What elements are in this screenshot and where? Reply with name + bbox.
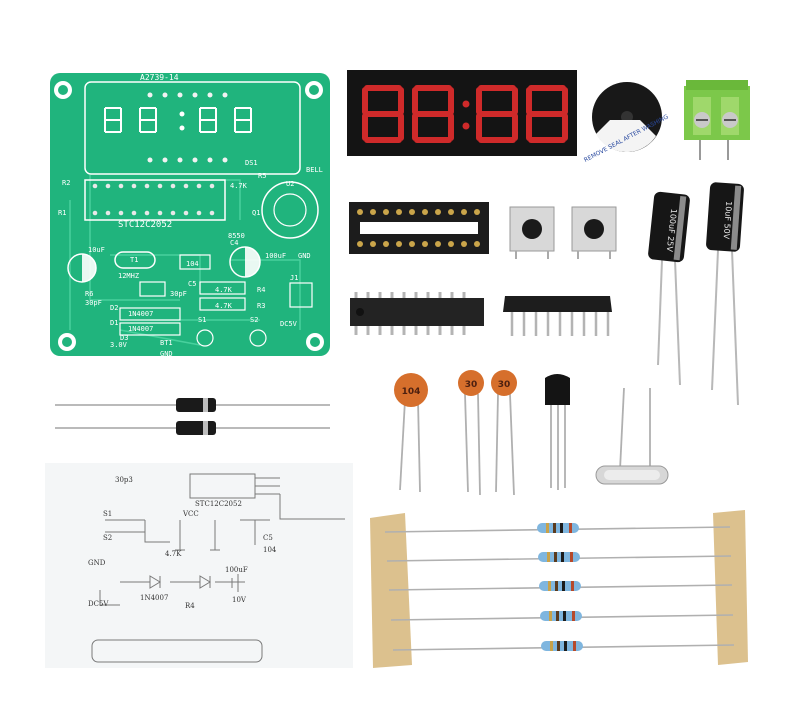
schematic-label-1: STC12C2052 xyxy=(195,500,242,508)
pcb-crystal-label: 12MHZ xyxy=(118,272,139,280)
schematic-label-5: GND xyxy=(88,559,106,567)
transistor xyxy=(545,374,570,490)
tactile-switch-2 xyxy=(571,206,617,259)
screw-terminal xyxy=(684,80,750,160)
pcb-diode-label-1: 1N4007 xyxy=(128,310,153,318)
pcb-c5-label: C5 xyxy=(188,280,196,288)
resistor-4 xyxy=(540,611,582,621)
schematic-label-12: 10V xyxy=(232,596,247,604)
pcb-q1-label: Q1 xyxy=(252,209,260,217)
diode-1 xyxy=(55,398,330,412)
pcb-transistor-label: 8550 xyxy=(228,232,245,240)
pcb-d3-label: D3 xyxy=(120,334,128,342)
schematic-label-3: S2 xyxy=(103,534,112,542)
resistor-strip xyxy=(370,510,748,668)
electrolytic-capacitor-100uf: 100uF 25V xyxy=(648,191,690,386)
pcb-u2-label: U2 xyxy=(286,180,294,188)
ceramic-cap-30-label-1: 30 xyxy=(465,380,478,390)
schematic-label-6: C5 xyxy=(263,534,273,542)
schematic-label-0: 30p3 xyxy=(115,476,133,484)
pcb-c1-label: 10uF xyxy=(88,246,105,254)
pcb-r6-label: R6 xyxy=(85,290,93,298)
resistor-2 xyxy=(538,552,580,562)
ceramic-capacitor-30-2: 30 xyxy=(491,370,517,496)
crystal-oscillator xyxy=(595,387,669,485)
buzzer: REMOVE SEAL AFTER WASHING xyxy=(583,82,670,164)
ceramic-cap-104-label: 104 xyxy=(402,387,421,397)
schematic-label-9: R4 xyxy=(185,602,195,610)
schematic-label-4: VCC xyxy=(182,510,199,518)
pcb-r5-label: R5 xyxy=(258,172,266,180)
resistor-network xyxy=(503,296,612,336)
ceramic-cap-30-label-2: 30 xyxy=(498,380,511,390)
pcb-voltage-label: 3.0V xyxy=(110,341,128,349)
resistor-3 xyxy=(539,581,581,591)
pcb-diode-label-2: 1N4007 xyxy=(128,325,153,333)
schematic-label-13: 100uF xyxy=(225,566,248,574)
pcb-r2-label: R2 xyxy=(62,179,70,187)
ic-socket xyxy=(349,202,489,254)
pcb-res-label-2: 4.7K xyxy=(215,286,233,294)
pcb-d2-label: D2 xyxy=(110,304,118,312)
resistor-1 xyxy=(537,523,579,533)
diode-2 xyxy=(55,421,330,435)
pcb-30pf-label-2: 30pF xyxy=(170,290,187,298)
schematic-label-8: 4.7K xyxy=(165,550,182,558)
pcb-d1-label: D1 xyxy=(110,319,118,327)
tactile-switch-1 xyxy=(509,206,555,259)
pcb-gnd-label: GND xyxy=(298,252,311,260)
capacitor-10uf-label: 10uF 50V xyxy=(722,201,734,240)
pcb-gnd-label-2: GND xyxy=(160,350,173,358)
pcb-r1-label: R1 xyxy=(58,209,66,217)
ceramic-capacitor-30-1: 30 xyxy=(458,370,484,496)
schematic-printout: 30p3 STC12C2052 S1 S2 VCC GND C5 104 4.7… xyxy=(45,463,353,668)
pcb-chip-label: STC12C2052 xyxy=(118,220,172,230)
pcb-c4-label: C4 xyxy=(230,239,238,247)
pcb-j1-label: J1 xyxy=(290,274,298,282)
pcb-board-id: A2739-14 xyxy=(140,73,179,82)
pcb-ds1-label: DS1 xyxy=(245,159,258,167)
seven-segment-display xyxy=(347,70,577,156)
pcb-100uf-label: 100uF xyxy=(265,252,286,260)
pcb-104-label: 104 xyxy=(186,260,199,268)
pcb-30pf-label-1: 30pF xyxy=(85,299,102,307)
pcb-t1-label: T1 xyxy=(130,256,138,264)
ceramic-capacitor-104: 104 xyxy=(394,373,428,493)
pcb-r3-label: R3 xyxy=(257,302,265,310)
schematic-label-10: 1N4007 xyxy=(140,594,168,602)
pcb-bell-label: BELL xyxy=(306,166,323,174)
pcb-board: A2739-14 STC12C2052 10uF 12MHZ 30pF 30pF… xyxy=(50,73,330,358)
pcb-s1-label: S1 xyxy=(198,316,206,324)
mcu-chip xyxy=(350,292,484,335)
pcb-res-label-1: 4.7K xyxy=(230,182,248,190)
pcb-dc5v-label: DC5V xyxy=(280,320,298,328)
pcb-s2-label: S2 xyxy=(250,316,258,324)
schematic-label-7: 104 xyxy=(263,546,277,554)
schematic-label-2: S1 xyxy=(103,510,112,518)
electrolytic-capacitor-10uf: 10uF 50V xyxy=(706,182,744,406)
resistor-5 xyxy=(541,641,583,651)
pcb-res-label-3: 4.7K xyxy=(215,302,233,310)
pcb-r4-label: R4 xyxy=(257,286,265,294)
pcb-bt1-label: BT1 xyxy=(160,339,173,347)
schematic-label-11: DC5V xyxy=(88,600,109,608)
